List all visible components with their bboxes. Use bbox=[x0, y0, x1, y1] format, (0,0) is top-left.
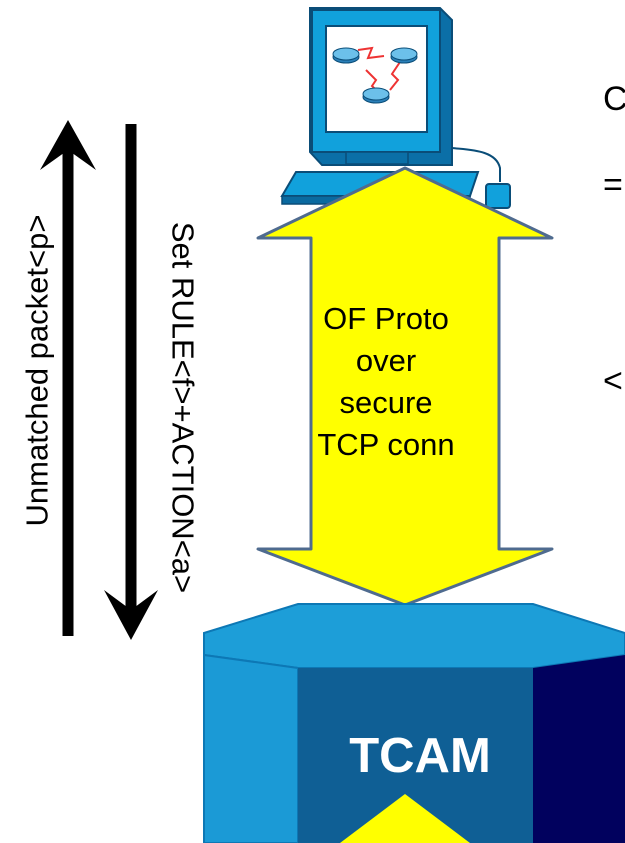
arrow-text-line-1: OF Proto bbox=[323, 301, 449, 336]
arrow-text-line-4: TCP conn bbox=[317, 427, 455, 462]
openflow-channel-label: OF Proto over secure TCP conn bbox=[276, 298, 496, 466]
clipped-text-less-than: < bbox=[603, 362, 623, 400]
up-arrow-unmatched-packet bbox=[40, 120, 96, 636]
arrow-text-line-2: over bbox=[355, 343, 417, 378]
set-rule-action-label: Set RULE<f>+ACTION<a> bbox=[165, 221, 201, 594]
tcam-label: TCAM bbox=[349, 729, 491, 783]
clipped-text-c: C bbox=[603, 80, 625, 118]
unmatched-packet-label: Unmatched packet<p> bbox=[19, 214, 55, 527]
arrow-text-line-3: secure bbox=[339, 385, 433, 420]
clipped-text-equals: = bbox=[603, 166, 623, 204]
down-arrow-set-rule bbox=[104, 124, 158, 640]
tcam-switch-icon bbox=[203, 603, 625, 843]
